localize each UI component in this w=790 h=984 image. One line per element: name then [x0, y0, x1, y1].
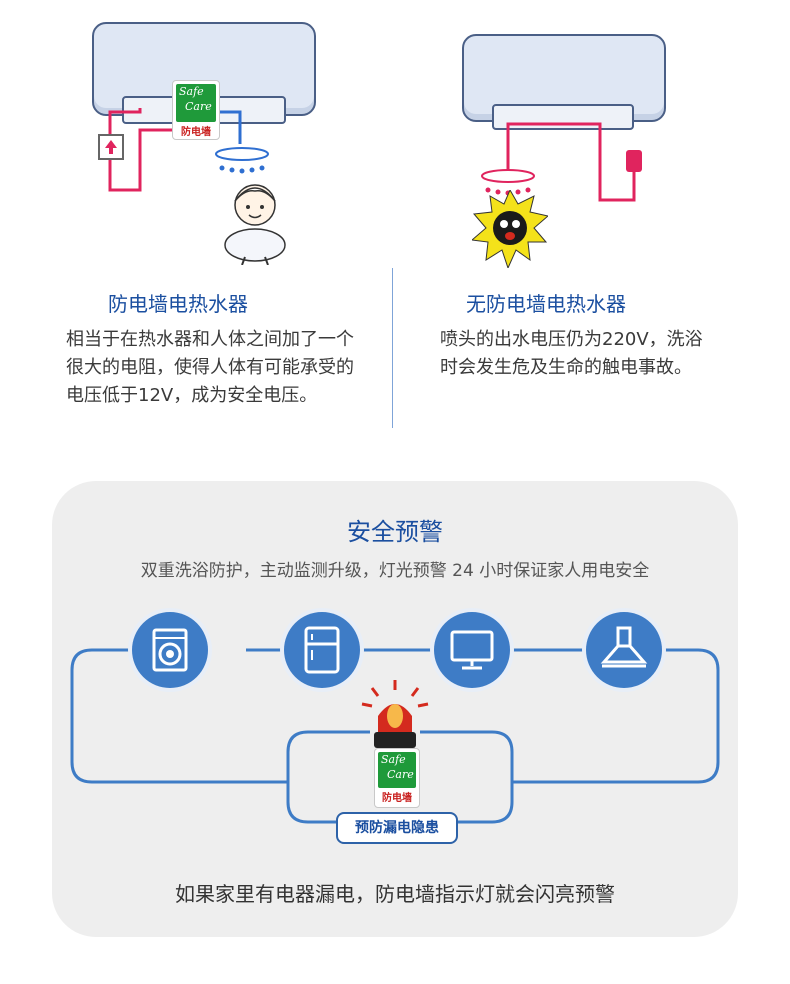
logo-brand: 防电墙: [181, 127, 211, 138]
power-plug-icon: [626, 150, 642, 172]
logo-line2: Care: [387, 768, 414, 781]
right-card-description: 喷头的出水电压仍为220V，洗浴时会发生危及生命的触电事故。: [440, 329, 703, 378]
range-hood-icon: [586, 612, 662, 688]
refrigerator-icon: [284, 612, 360, 688]
left-card-description: 相当于在热水器和人体之间加了一个很大的电阻，使得人体有可能承受的电压低于12V，…: [66, 329, 354, 406]
right-card-title: 无防电墙电热水器: [466, 292, 626, 316]
washing-machine-icon: [132, 612, 208, 688]
protected-heater-illustration: Safe Care 防电墙: [80, 20, 320, 265]
leak-prevention-badge: 预防漏电隐患: [336, 812, 458, 844]
warning-section-title: 安全预警: [347, 518, 443, 546]
logo-brand: 防电墙: [382, 793, 412, 804]
alarm-light-icon: [361, 680, 429, 748]
unprotected-heater-illustration: [450, 20, 690, 270]
column-divider: [392, 268, 393, 428]
television-icon: [434, 612, 510, 688]
safe-care-logo: Safe Care 防电墙: [172, 80, 220, 140]
logo-line2: Care: [185, 100, 212, 113]
electrocuted-person-icon: [472, 190, 548, 268]
warning-section-subtitle: 双重洗浴防护，主动监测升级，灯光预警 24 小时保证家人用电安全: [140, 561, 650, 581]
wiring-left: [108, 108, 269, 192]
warning-footer-text: 如果家里有电器漏电，防电墙指示灯就会闪亮预警: [175, 882, 615, 906]
safe-care-logo-device: Safe Care 防电墙: [374, 748, 420, 808]
left-card-title: 防电墙电热水器: [108, 292, 248, 316]
water-heater-base: [492, 104, 634, 130]
wiring-right: [481, 122, 636, 202]
logo-line1: Safe: [381, 753, 406, 766]
bathing-person-icon: [224, 184, 286, 265]
logo-line1: Safe: [179, 85, 204, 98]
wall-socket-icon: [98, 134, 124, 160]
